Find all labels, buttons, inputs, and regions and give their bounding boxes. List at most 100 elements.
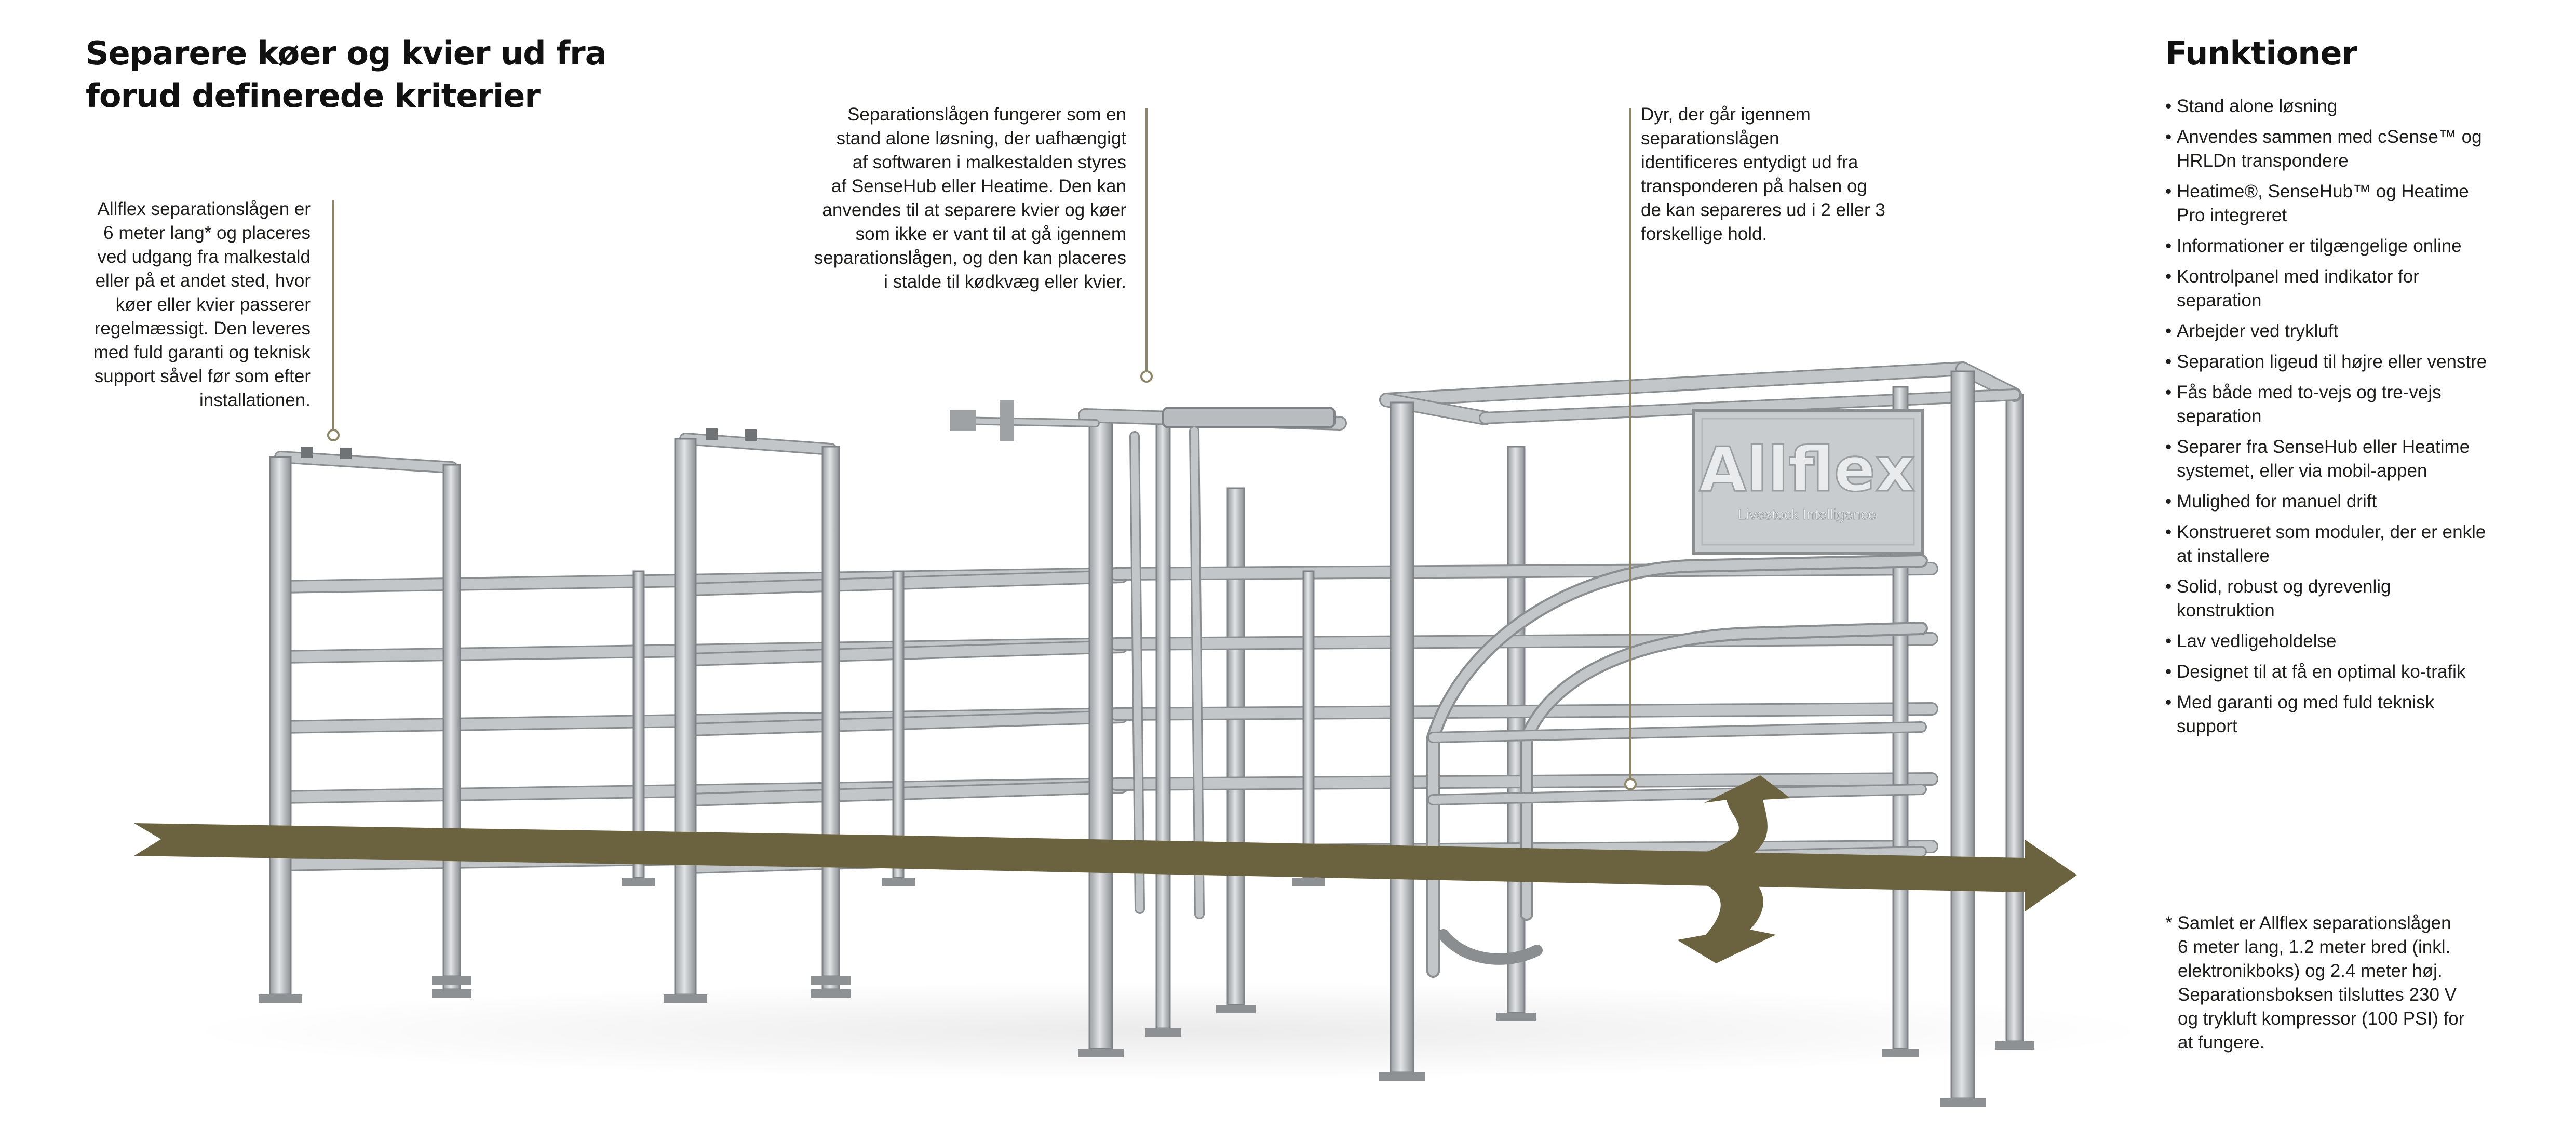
footnote-line: 6 meter lang, 1.2 meter bred (inkl.	[2178, 937, 2451, 957]
callout-line: med fuld garanti og teknisk	[93, 342, 311, 362]
footnote-line: og trykluft kompressor (100 PSI) for	[2178, 1008, 2465, 1029]
feature-item: Informationer er tilgængelige online	[2165, 234, 2550, 258]
feature-item-line: Designet til at få en optimal ko-trafik	[2177, 662, 2466, 682]
callout-line: support såvel før som efter	[94, 366, 311, 386]
callout-line: Separationslågen fungerer som en	[847, 104, 1126, 125]
callout-line: installationen.	[199, 390, 311, 410]
actuator-bracket	[1000, 400, 1014, 441]
callout-line: anvendes til at separere kvier og køer	[822, 200, 1126, 220]
feature-item-line: support	[2177, 716, 2237, 736]
callout-line: af softwaren i malkestalden styres	[852, 152, 1126, 172]
feature-item-line: konstruktion	[2177, 600, 2275, 621]
swing-gate-inner-highlight	[1522, 624, 1926, 919]
top-bar-highlight	[681, 434, 835, 454]
box-front-left-post	[1390, 401, 1414, 1073]
actuator-bracket	[950, 410, 976, 431]
bolt	[301, 447, 313, 458]
feature-item-line: Anvendes sammen med cSense™ og	[2177, 127, 2482, 147]
front-post-foot	[259, 994, 302, 1003]
feature-item-line: HRLDn transpondere	[2177, 151, 2349, 171]
rear-post-foot	[1496, 1013, 1536, 1021]
callout-line: Allflex separationslågen er	[97, 199, 311, 219]
feature-item-line: Solid, robust og dyrevenlig	[2177, 576, 2391, 597]
box-front-right-post	[1950, 370, 1975, 1099]
feature-item-line: Informationer er tilgængelige online	[2177, 236, 2462, 256]
middle-inner-post-foot	[1145, 1028, 1181, 1037]
actuator-arm-highlight	[958, 418, 1098, 426]
front-post-foot	[664, 994, 707, 1003]
footnote-line: at fungere.	[2178, 1032, 2265, 1053]
feature-item-line: Med garanti og med fuld teknisk	[2177, 692, 2435, 712]
front-post	[269, 456, 292, 996]
feature-item: Solid, robust og dyrevenlig konstruktion	[2165, 575, 2550, 623]
top-bar-highlight	[276, 452, 456, 472]
callout-line: transponderen på halsen og	[1641, 176, 1867, 196]
middle-front-post-foot	[1078, 1049, 1124, 1057]
bolt	[340, 448, 352, 459]
intermediate-upright	[1302, 570, 1315, 879]
callout-line: i stalde til kødkvæg eller kvier.	[884, 272, 1126, 292]
feature-item: Stand alone løsning	[2165, 95, 2550, 118]
callout-line: stand alone løsning, der uafhængigt	[836, 128, 1126, 149]
feature-item-line: systemet, eller via mobil-appen	[2177, 461, 2427, 481]
rear-post-foot	[432, 989, 471, 998]
callout-line: ved udgang fra malkestald	[97, 247, 311, 267]
footnote-line: Separationsboksen tilsluttes 230 V	[2178, 985, 2457, 1005]
feature-item-line: Separation ligeud til højre eller venstr…	[2177, 352, 2487, 372]
pneumatic-cylinder	[1162, 407, 1336, 428]
box-front-left-post-foot	[1379, 1072, 1425, 1081]
callout-line: de kan separeres ud i 2 eller 3	[1641, 200, 1885, 220]
middle-inner-post	[1155, 420, 1171, 1029]
sign-brand-text: Allflex	[1699, 434, 1915, 505]
feature-item: Fås både med to-vejs og tre-vejsseparati…	[2165, 381, 2550, 428]
allflex-sign: Allflex Livestock Intelligence	[1692, 409, 1924, 555]
inner-swing-rod-highlight	[1131, 433, 1143, 912]
callout-leaders	[327, 108, 1637, 790]
gate-bottom-curve	[1438, 929, 1543, 965]
cow-flow-arrow	[134, 775, 2077, 963]
title-line: Separere køer og kvier ud fra	[86, 34, 607, 72]
features-panel: Funktioner Stand alone løsningAnvendes s…	[2165, 32, 2550, 745]
feature-item-line: Kontrolpanel med indikator for	[2177, 266, 2419, 287]
callout-gate-description: Allflex separationslågen er 6 meter lang…	[93, 197, 311, 412]
rear-post	[1507, 446, 1526, 1014]
callout-line: Dyr, der går igennem	[1641, 104, 1811, 125]
swing-gate-rail-highlight	[1429, 723, 1925, 742]
feature-item-line: Lav vedligeholdelse	[2177, 631, 2337, 651]
feature-item-line: separation	[2177, 290, 2262, 311]
rail-rear-section-highlight	[1111, 634, 1937, 649]
feature-item-line: at installere	[2177, 546, 2270, 566]
feature-item-line: Mulighed for manuel drift	[2177, 491, 2377, 512]
footnote-line: elektronikboks) og 2.4 meter høj.	[2178, 961, 2443, 981]
feature-item: Separer fra SenseHub eller Heatime system…	[2165, 435, 2550, 483]
middle-front-post	[1088, 414, 1113, 1050]
rail-front-section-2-highlight	[685, 641, 1127, 665]
bolt	[706, 428, 718, 440]
feature-item-line: Separer fra SenseHub eller Heatime	[2177, 437, 2470, 457]
callout-line: som ikke er vant til at gå igennem	[855, 224, 1126, 244]
intermediate-upright-foot	[622, 878, 655, 886]
rear-post-foot	[1216, 1005, 1256, 1013]
rail-front-section-2-highlight	[685, 571, 1127, 595]
callout-identification: Dyr, der går igennem separationslågen id…	[1641, 103, 1885, 246]
box-rear-post-foot	[1882, 1049, 1919, 1057]
callout-line: separationslågen, og den kan placeres	[814, 248, 1126, 268]
box-front-right-post-foot	[1940, 1098, 1986, 1107]
feature-item-line: separation	[2177, 406, 2262, 426]
callout-line: eller på et andet sted, hvor	[95, 271, 311, 291]
page-title: Separere køer og kvier ud fra forud defi…	[86, 32, 607, 117]
rail-front-section-2-highlight	[685, 711, 1127, 735]
feature-item: Arbejder ved trykluft	[2165, 319, 2550, 343]
rear-post	[1226, 487, 1245, 1006]
feature-item: Anvendes sammen med cSense™ og HRLDn tran…	[2165, 125, 2550, 173]
front-post-foot	[811, 976, 851, 985]
features-title: Funktioner	[2165, 34, 2357, 72]
feature-item: Med garanti og med fuld teknisk support	[2165, 691, 2550, 738]
swing-gate-outer	[1426, 554, 1928, 978]
callout-line: forskellige hold.	[1641, 224, 1768, 244]
callout-standalone: Separationslågen fungerer som en stand a…	[814, 103, 1126, 294]
dimensions-footnote: * Samlet er Allflex separationslågen 6 m…	[2165, 911, 2464, 1055]
feature-item-line: Arbejder ved trykluft	[2177, 321, 2339, 341]
